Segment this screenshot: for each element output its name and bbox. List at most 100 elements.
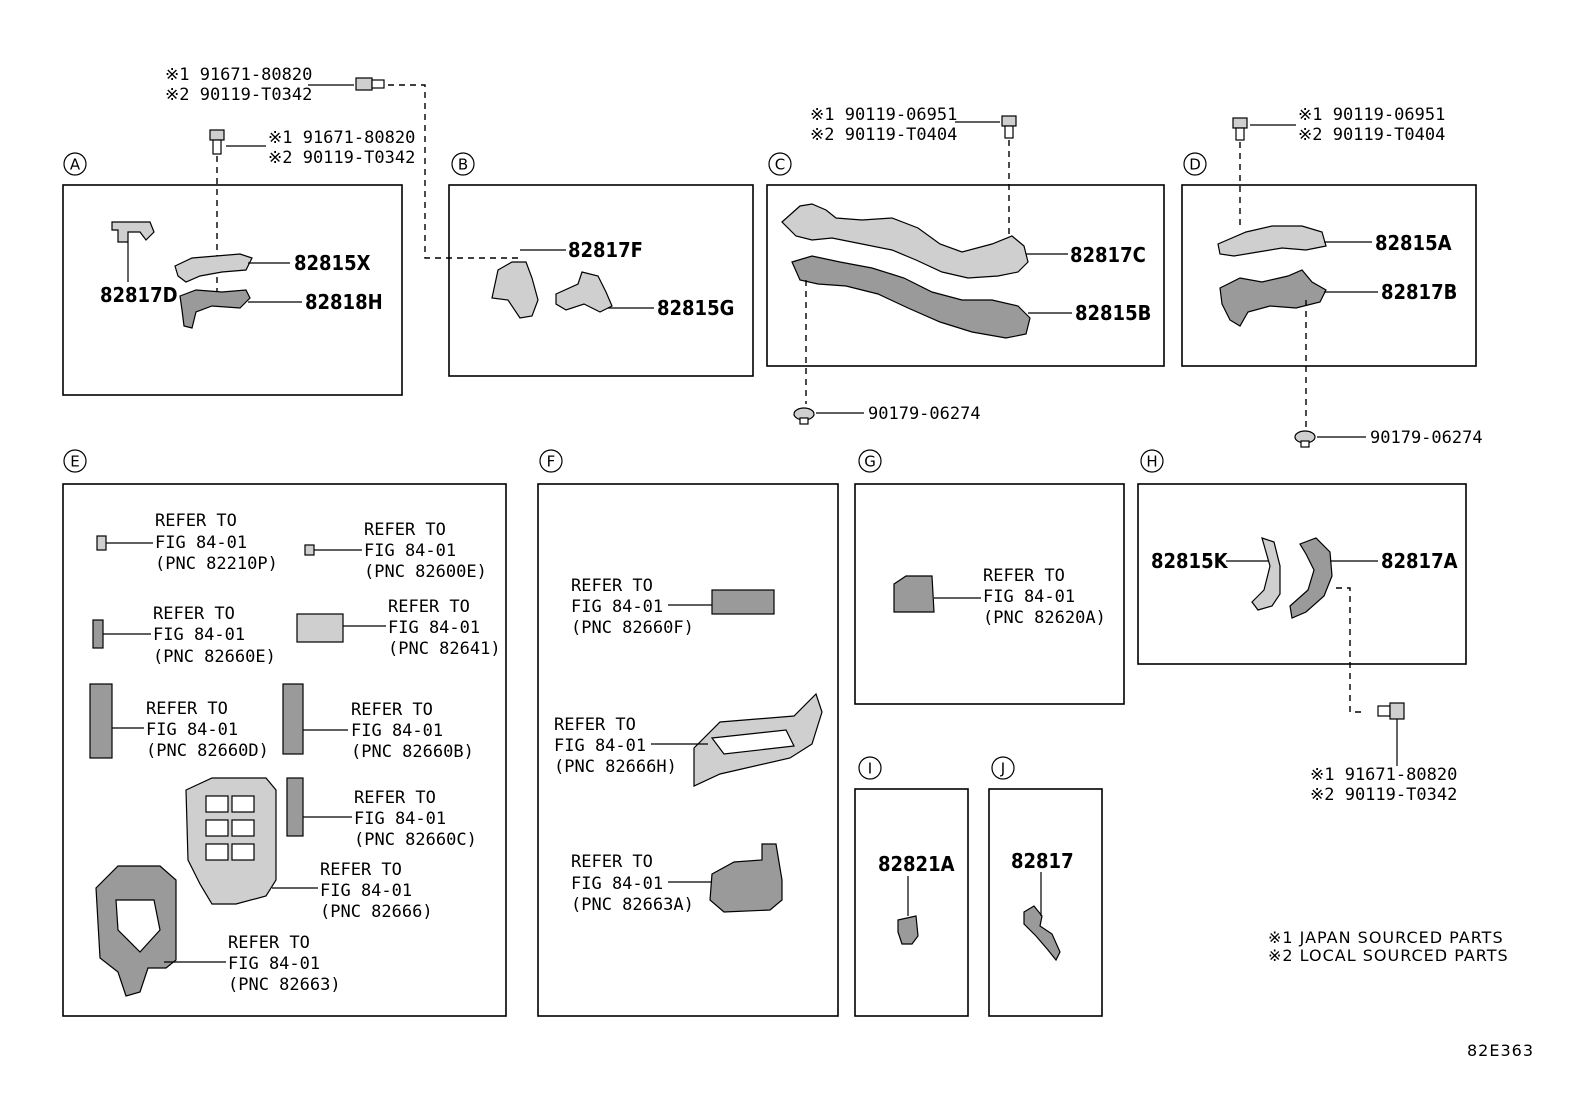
section-j-letter: J bbox=[1000, 760, 1005, 778]
cover-82663a-part bbox=[709, 843, 783, 913]
refer-to-label: REFER TO bbox=[320, 860, 402, 880]
bolt-icon bbox=[355, 77, 385, 91]
section-d-marker: D bbox=[1183, 152, 1207, 176]
part-number-82815x: 82815X bbox=[294, 251, 371, 275]
fastener-label: ※1 91671-80820 bbox=[165, 65, 312, 85]
bracket-82818h-part bbox=[179, 289, 251, 329]
section-a-box bbox=[62, 184, 403, 396]
fig-ref-label: FIG 84-01 bbox=[388, 618, 480, 638]
pnc-ref-label: (PNC 82660D) bbox=[146, 741, 269, 761]
bracket-82815k-part bbox=[1251, 537, 1281, 611]
junction-block-82666-part bbox=[185, 777, 277, 905]
pnc-ref-label: (PNC 82660B) bbox=[351, 742, 474, 762]
bracket-82817-part bbox=[1023, 905, 1061, 962]
legend-japan-sourced: ※1 JAPAN SOURCED PARTS bbox=[1268, 928, 1504, 947]
section-h-letter: H bbox=[1146, 453, 1157, 471]
section-e-marker: E bbox=[63, 449, 87, 473]
part-number-82815b: 82815B bbox=[1075, 301, 1151, 325]
clip-icon bbox=[793, 407, 815, 425]
bracket-82817f-part bbox=[491, 261, 539, 319]
fig-ref-label: FIG 84-01 bbox=[554, 736, 646, 756]
fig-ref-label: FIG 84-01 bbox=[571, 874, 663, 894]
fig-ref-label: FIG 84-01 bbox=[364, 541, 456, 561]
clip-icon bbox=[1294, 430, 1316, 448]
section-g-box bbox=[854, 483, 1125, 705]
pnc-ref-label: (PNC 82620A) bbox=[983, 608, 1106, 628]
section-g-marker: G bbox=[858, 449, 882, 473]
fastener-label: 90179-06274 bbox=[1370, 428, 1483, 448]
section-e-letter: E bbox=[70, 453, 79, 471]
connector-82660f-part bbox=[711, 589, 775, 615]
section-c-marker: C bbox=[768, 152, 792, 176]
section-f-marker: F bbox=[539, 449, 563, 473]
cover-82666h-part bbox=[693, 692, 823, 787]
part-number-82817f: 82817F bbox=[568, 238, 643, 262]
pnc-ref-label: (PNC 82210P) bbox=[155, 554, 278, 574]
refer-to-label: REFER TO bbox=[388, 597, 470, 617]
module-82620a-part bbox=[893, 575, 935, 613]
refer-to-label: REFER TO bbox=[354, 788, 436, 808]
fig-ref-label: FIG 84-01 bbox=[351, 721, 443, 741]
relay-82660e-part bbox=[92, 619, 104, 649]
section-c-box bbox=[766, 184, 1165, 367]
pnc-ref-label: (PNC 82660E) bbox=[153, 647, 276, 667]
pnc-ref-label: (PNC 82600E) bbox=[364, 562, 487, 582]
section-b-box bbox=[448, 184, 754, 377]
part-number-82818h: 82818H bbox=[305, 290, 383, 314]
bracket-82817a-part bbox=[1289, 537, 1333, 619]
block-82660d-part bbox=[89, 683, 113, 759]
part-number-82817a: 82817A bbox=[1381, 549, 1458, 573]
module-82641-part bbox=[296, 613, 344, 643]
connector-82600e-part bbox=[304, 544, 315, 556]
fastener-label: ※1 90119-06951 bbox=[1298, 105, 1445, 125]
section-f-letter: F bbox=[547, 453, 556, 471]
pnc-ref-label: (PNC 82660F) bbox=[571, 618, 694, 638]
fig-ref-label: FIG 84-01 bbox=[320, 881, 412, 901]
section-b-marker: B bbox=[451, 152, 475, 176]
bracket-82815a-part bbox=[1217, 225, 1327, 257]
section-f-box bbox=[537, 483, 839, 1017]
section-i-box bbox=[854, 788, 969, 1017]
part-number-82817d: 82817D bbox=[100, 283, 178, 307]
fastener-label: ※1 91671-80820 bbox=[1310, 765, 1457, 785]
refer-to-label: REFER TO bbox=[571, 576, 653, 596]
section-a-letter: A bbox=[70, 156, 81, 174]
pnc-ref-label: (PNC 82641) bbox=[388, 639, 501, 659]
bracket-82821a-part bbox=[897, 915, 919, 945]
fastener-label: ※1 90119-06951 bbox=[810, 105, 957, 125]
refer-to-label: REFER TO bbox=[146, 699, 228, 719]
section-g-letter: G bbox=[864, 453, 876, 471]
refer-to-label: REFER TO bbox=[554, 715, 636, 735]
part-number-82817b: 82817B bbox=[1381, 280, 1457, 304]
housing-82663-part bbox=[95, 865, 177, 997]
pnc-ref-label: (PNC 82666H) bbox=[554, 757, 677, 777]
section-i-letter: I bbox=[868, 760, 872, 778]
section-h-box bbox=[1137, 483, 1467, 665]
fastener-label: 90179-06274 bbox=[868, 404, 981, 424]
bolt-icon bbox=[1377, 702, 1405, 720]
section-c-letter: C bbox=[775, 156, 785, 174]
bracket-82817b-part bbox=[1219, 269, 1327, 327]
bracket-82817d-part bbox=[111, 221, 155, 243]
section-h-marker: H bbox=[1140, 449, 1164, 473]
connector-82210p-part bbox=[96, 535, 107, 551]
bracket-82815x-part bbox=[174, 253, 253, 283]
fig-ref-label: FIG 84-01 bbox=[155, 533, 247, 553]
fastener-label: ※1 91671-80820 bbox=[268, 128, 415, 148]
bolt-icon bbox=[209, 129, 225, 155]
part-number-82815k: 82815K bbox=[1151, 549, 1229, 573]
section-d-letter: D bbox=[1189, 156, 1201, 174]
part-number-82817: 82817 bbox=[1011, 849, 1074, 873]
section-b-letter: B bbox=[458, 156, 468, 174]
fastener-label: ※2 90119-T0404 bbox=[1298, 125, 1445, 145]
fig-ref-label: FIG 84-01 bbox=[228, 954, 320, 974]
refer-to-label: REFER TO bbox=[155, 511, 237, 531]
refer-to-label: REFER TO bbox=[228, 933, 310, 953]
section-j-box bbox=[988, 788, 1103, 1017]
section-i-marker: I bbox=[858, 756, 882, 780]
pnc-ref-label: (PNC 82660C) bbox=[354, 830, 477, 850]
reinforcement-82815b-part bbox=[791, 255, 1031, 339]
section-a-marker: A bbox=[63, 152, 87, 176]
fastener-label: ※2 90119-T0342 bbox=[165, 85, 312, 105]
refer-to-label: REFER TO bbox=[153, 604, 235, 624]
